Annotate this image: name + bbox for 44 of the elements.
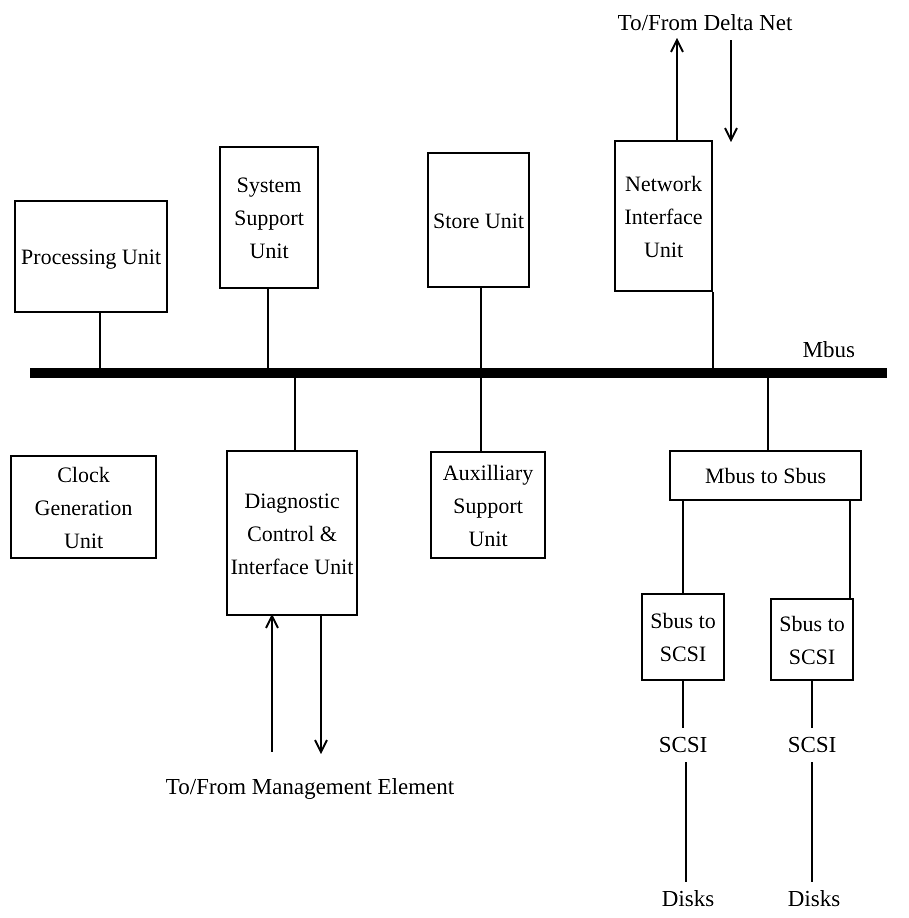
connector-line	[480, 288, 482, 368]
connector-line	[811, 681, 813, 728]
connector-line	[811, 762, 813, 882]
unit-label: Store Unit	[432, 206, 524, 234]
unit-label: Network Interface Unit	[623, 170, 704, 264]
unit-label: Sbus to SCSI	[649, 607, 717, 668]
unit-box	[430, 451, 546, 559]
unit-box	[219, 146, 319, 289]
arrow	[724, 40, 738, 141]
unit-label: Processing Unit	[21, 243, 161, 271]
text-label: Disks	[788, 885, 840, 913]
unit-box	[770, 598, 854, 681]
connector-line	[682, 501, 684, 593]
unit-box	[614, 140, 713, 292]
text-label: Disks	[662, 885, 714, 913]
unit-label: Mbus to Sbus	[704, 462, 826, 490]
connector-line	[685, 762, 687, 882]
unit-box	[427, 152, 530, 288]
unit-box	[14, 200, 168, 313]
arrow	[314, 616, 328, 753]
unit-box	[669, 450, 862, 501]
unit-box	[641, 593, 725, 681]
unit-label: System Support Unit	[233, 171, 305, 265]
connector-line	[849, 501, 851, 598]
connector-line	[480, 378, 482, 451]
arrow	[265, 615, 279, 752]
connector-line	[99, 313, 101, 368]
text-label: SCSI	[788, 731, 836, 759]
unit-label: Clock Generation Unit	[34, 460, 134, 554]
arrow	[670, 39, 684, 140]
bus-label: Mbus	[802, 336, 855, 364]
connector-line	[682, 681, 684, 728]
connector-line	[712, 292, 714, 368]
connector-line	[767, 378, 769, 450]
connector-line	[294, 378, 296, 450]
unit-label: Auxilliary Support Unit	[442, 458, 534, 552]
unit-box	[226, 450, 358, 616]
text-label: To/From Delta Net	[618, 9, 792, 37]
unit-label: Sbus to SCSI	[778, 610, 846, 670]
connector-line	[267, 289, 269, 368]
text-label: SCSI	[658, 731, 708, 759]
unit-label: Diagnostic Control & Interface Unit	[230, 486, 354, 580]
unit-box	[10, 455, 157, 559]
text-label: To/From Management Element	[166, 773, 454, 801]
